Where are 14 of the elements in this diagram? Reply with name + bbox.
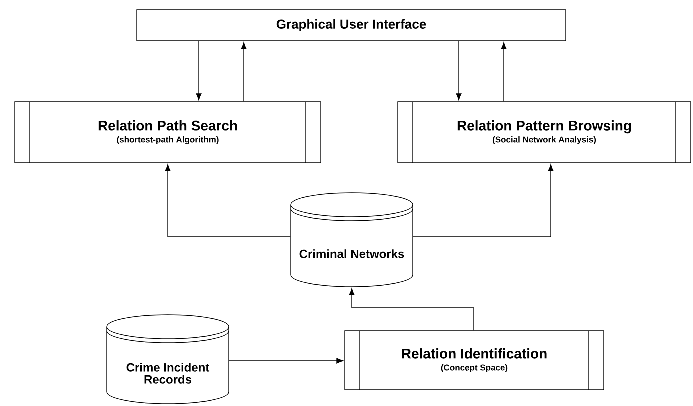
database-cylinder: Crime Incident Records <box>106 314 230 404</box>
arrow <box>413 164 554 238</box>
arrow <box>501 42 507 102</box>
process-box: Relation Pattern Browsing (Social Network Analysis) <box>398 102 692 164</box>
arrow <box>349 288 474 331</box>
interface-box: Graphical User Interface <box>136 10 566 42</box>
arrow <box>456 41 462 101</box>
database-cylinder: Criminal Networks <box>290 192 414 288</box>
process-box: Relation Path Search (shortest-path Algorithm) <box>14 102 322 164</box>
arrow <box>241 42 247 102</box>
process-box: Relation Identification (Concept Space) <box>344 330 604 390</box>
arrow <box>165 164 291 238</box>
arrow <box>196 41 202 101</box>
arrow <box>229 358 344 364</box>
